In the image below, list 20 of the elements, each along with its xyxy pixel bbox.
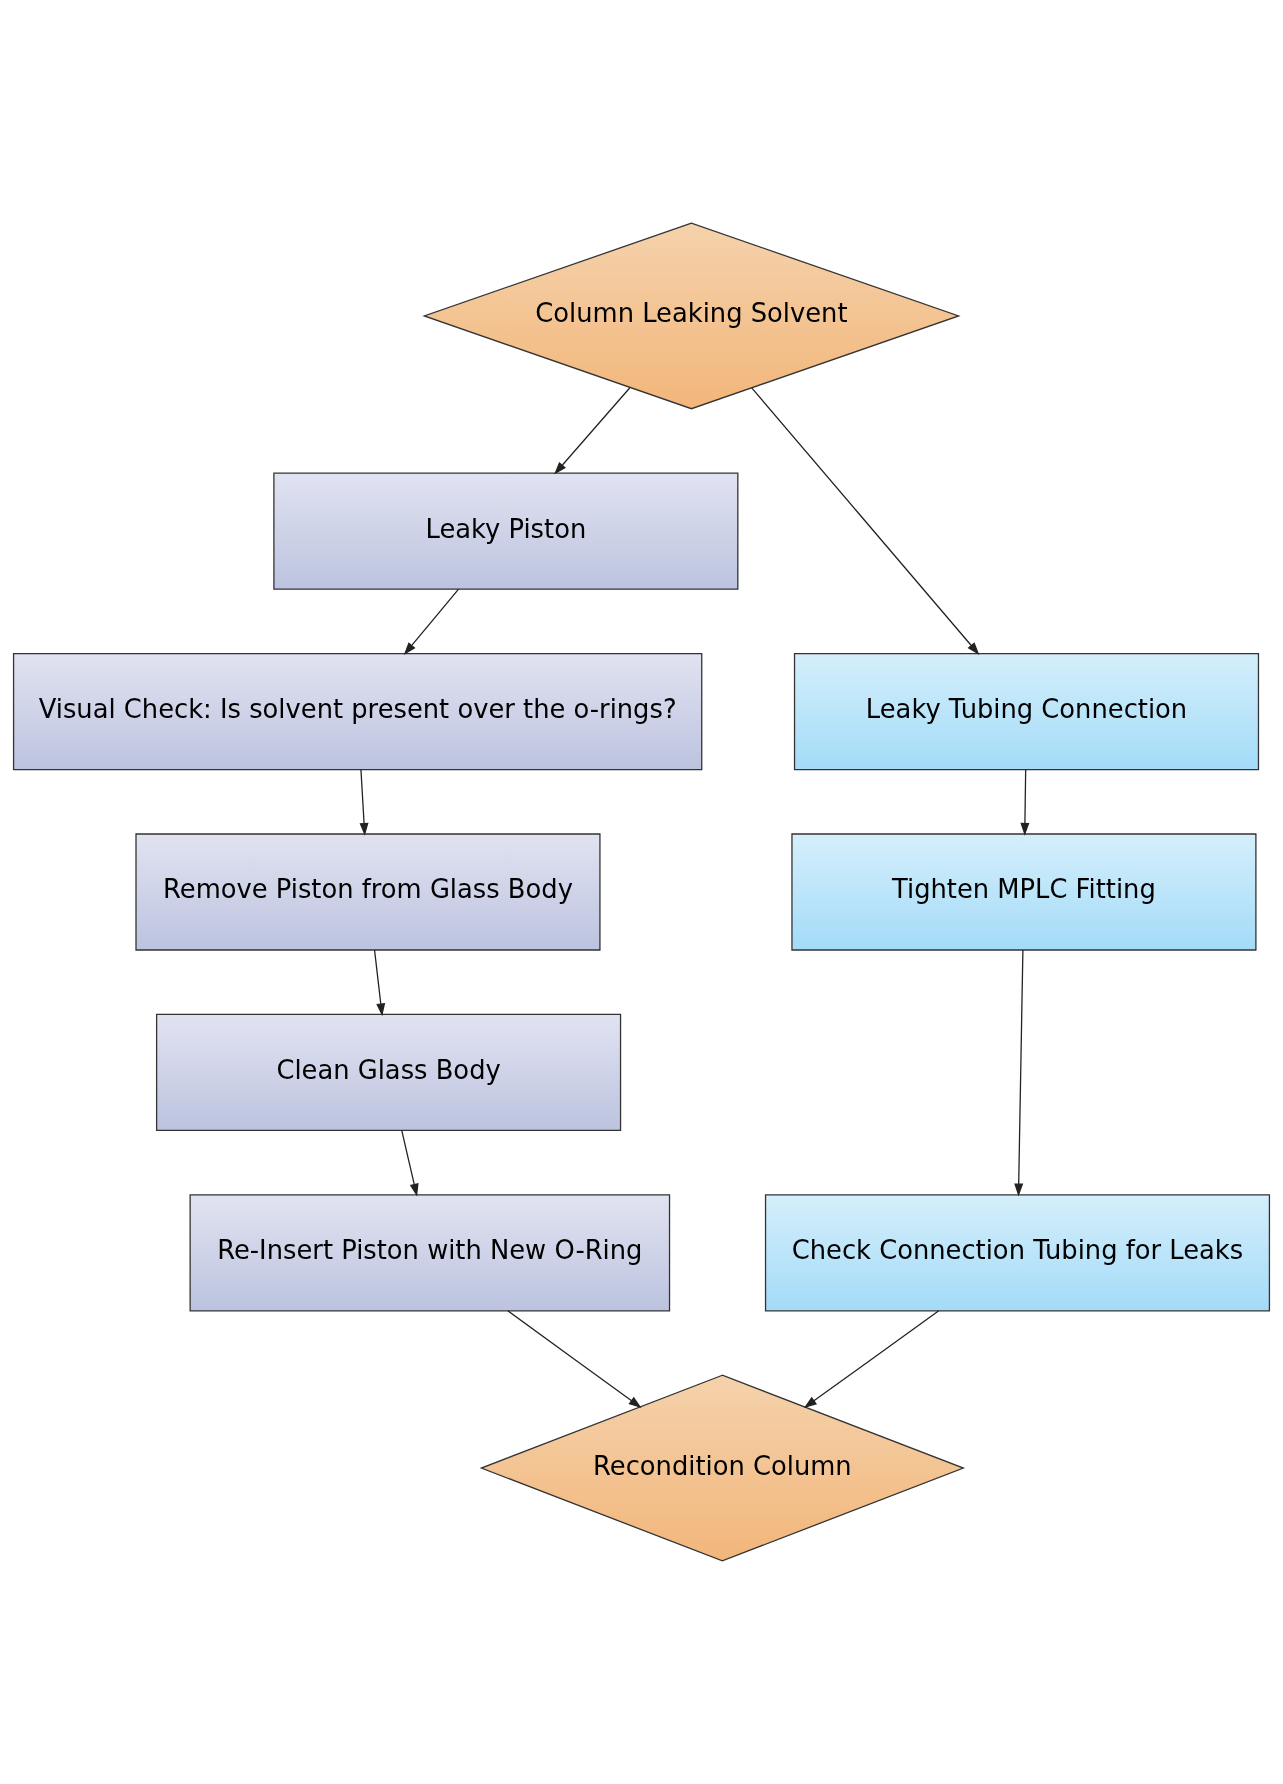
node-box: Visual Check: Is solvent present over the o-rings?	[12, 652, 703, 771]
node-diamond: Recondition Column	[479, 1374, 966, 1562]
arrow	[554, 387, 631, 475]
arrow	[1020, 768, 1030, 836]
arrow	[803, 1310, 940, 1409]
node-box: Tighten MPLC Fitting	[791, 833, 1257, 951]
arrow	[359, 768, 369, 836]
node-box: Leaky Tubing Connection	[793, 652, 1260, 771]
arrow	[507, 1310, 642, 1409]
node-box: Leaky Piston	[273, 472, 739, 590]
arrow	[401, 1129, 419, 1197]
node-diamond: Column Leaking Solvent	[422, 222, 961, 410]
arrow	[1014, 949, 1024, 1197]
arrow	[373, 949, 386, 1017]
arrow	[403, 588, 460, 655]
arrow	[751, 387, 980, 655]
node-box: Remove Piston from Glass Body	[135, 833, 601, 951]
node-box: Re-Insert Piston with New O-Ring	[189, 1194, 671, 1312]
node-box: Check Connection Tubing for Leaks	[764, 1194, 1271, 1312]
node-box: Clean Glass Body	[155, 1013, 622, 1132]
